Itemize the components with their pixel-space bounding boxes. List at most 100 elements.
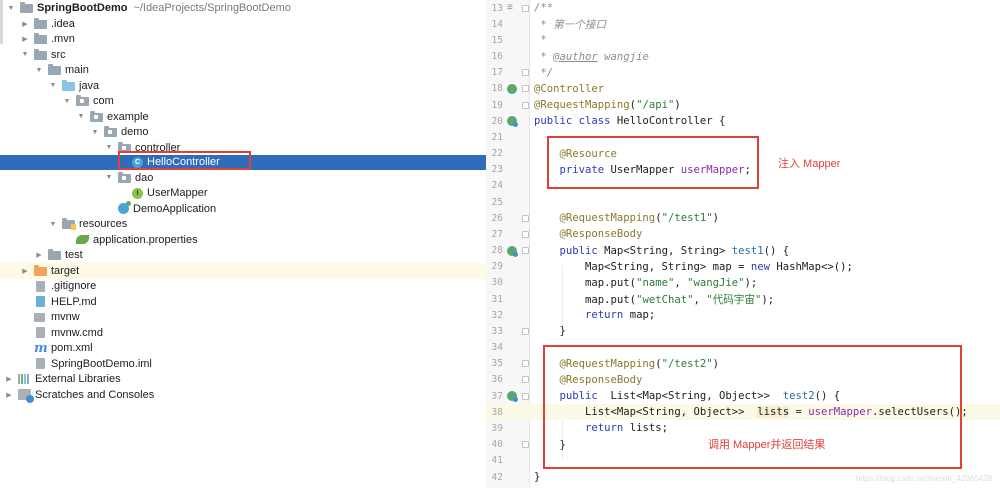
collapse-arrow-icon[interactable]: ▶	[36, 252, 42, 260]
code-line-32[interactable]: 32 return map;	[491, 309, 656, 322]
collapse-arrow-icon[interactable]: ▶	[22, 36, 28, 44]
tree-item-hellocontroller[interactable]: C HelloController	[0, 154, 486, 170]
tree-item-help-md[interactable]: HELP.md	[0, 294, 486, 310]
tree-item-springbootdemo[interactable]: ▼ SpringBootDemo ~/IdeaProjects/SpringBo…	[7, 2, 291, 15]
code-line-37[interactable]: 37 public List<Map<String, Object>> test…	[491, 390, 841, 403]
expand-arrow-icon[interactable]: ▼	[7, 4, 15, 12]
spring-mapping-icon[interactable]	[507, 116, 518, 128]
code-line-16[interactable]: 16 * @author wangjie	[491, 50, 649, 63]
tree-item-resources[interactable]: ▼ resources	[49, 218, 128, 231]
collapse-arrow-icon[interactable]: ▶	[22, 267, 28, 275]
resources-folder-icon	[62, 218, 76, 231]
code-line-38[interactable]: 38 List<Map<String, Object>> lists = use…	[486, 404, 1000, 421]
expand-arrow-icon[interactable]: ▼	[105, 144, 113, 152]
folder-icon	[48, 64, 61, 76]
code-line-18[interactable]: 18 @Controller	[491, 82, 605, 95]
spring-mapping-icon[interactable]	[507, 245, 518, 257]
expand-arrow-icon[interactable]: ▼	[105, 174, 113, 182]
documentation-icon[interactable]: ≡	[507, 2, 513, 14]
tree-item-dao[interactable]: ▼ dao	[105, 171, 154, 184]
code-line-29[interactable]: 29 Map<String, String> map = new HashMap…	[491, 260, 853, 273]
tree-item-mvnw-cmd[interactable]: mvnw.cmd	[0, 325, 486, 341]
tree-item-controller[interactable]: ▼ controller	[105, 141, 181, 154]
tree-item-test[interactable]: ▶ test	[0, 248, 486, 264]
expand-arrow-icon[interactable]: ▼	[77, 113, 85, 121]
text-file-icon	[36, 327, 45, 339]
spring-mapping-icon[interactable]	[507, 391, 518, 403]
code-line-14[interactable]: 14 * 第一个接口	[491, 18, 607, 31]
tree-item-gitignore[interactable]: .gitignore	[0, 279, 486, 295]
fold-marker-icon[interactable]	[522, 360, 529, 368]
tree-item-scratches[interactable]: ▶ Scratches and Consoles	[0, 387, 486, 404]
expand-arrow-icon[interactable]: ▼	[49, 82, 57, 90]
indent-guide	[562, 266, 563, 330]
code-line-26[interactable]: 26 @RequestMapping("/test1")	[491, 212, 719, 225]
collapse-arrow-icon[interactable]: ▶	[22, 20, 28, 28]
tree-item-application-properties[interactable]: application.properties	[0, 232, 486, 248]
tree-item-java[interactable]: ▼ java	[49, 79, 100, 92]
fold-marker-icon[interactable]	[522, 230, 529, 238]
expand-arrow-icon[interactable]: ▼	[49, 220, 57, 228]
code-editor[interactable]: 13 ≡ /** 14 * 第一个接口 15 * 16 * @author wa…	[486, 0, 1000, 488]
tree-item-pom-xml[interactable]: m pom.xml	[34, 340, 93, 356]
code-line-39[interactable]: 39 return lists;	[491, 422, 668, 435]
collapse-arrow-icon[interactable]: ▶	[6, 391, 12, 399]
tree-item-idea[interactable]: ▶ .idea	[0, 16, 486, 32]
code-line-33[interactable]: 33 }	[491, 325, 566, 338]
tree-item-example[interactable]: ▼ example	[77, 110, 149, 123]
expand-arrow-icon[interactable]: ▼	[91, 128, 99, 136]
call-mapper-note: 调用 Mapper并返回结果	[708, 439, 826, 451]
code-line-15[interactable]: 15 *	[491, 34, 547, 47]
code-line-40[interactable]: 40 }	[491, 438, 566, 451]
code-line-21[interactable]: 21	[491, 131, 503, 143]
tree-item-src[interactable]: ▼ src	[21, 48, 66, 61]
fold-marker-icon[interactable]	[522, 392, 529, 400]
code-line-41[interactable]: 41	[491, 455, 503, 467]
tree-item-usermapper[interactable]: I UserMapper	[0, 186, 486, 202]
code-line-34[interactable]: 34	[491, 342, 503, 354]
code-line-24[interactable]: 24	[491, 180, 503, 192]
tree-item-mvnw[interactable]: mvnw	[0, 310, 486, 326]
tree-item-mvn[interactable]: ▶ .mvn	[0, 32, 486, 48]
code-line-13[interactable]: 13 ≡ /**	[491, 2, 554, 15]
code-line-23[interactable]: 23 private UserMapper userMapper;	[491, 163, 751, 176]
code-line-27[interactable]: 27 @ResponseBody	[491, 228, 643, 241]
fold-marker-icon[interactable]	[522, 441, 529, 449]
code-line-30-text: map.put("name", "wangJie");	[534, 276, 758, 289]
tree-item-demo[interactable]: ▼ demo	[91, 126, 149, 139]
code-line-20[interactable]: 20 public class HelloController {	[491, 115, 726, 128]
spring-bean-icon[interactable]	[507, 83, 517, 94]
fold-marker-icon[interactable]	[522, 69, 529, 77]
code-line-35[interactable]: 35 @RequestMapping("/test2")	[491, 357, 719, 370]
code-line-19[interactable]: 19 @RequestMapping("/api")	[491, 99, 681, 112]
fold-marker-icon[interactable]	[522, 327, 529, 335]
code-line-31[interactable]: 31 map.put("wetChat", "代码宇宙");	[491, 293, 775, 306]
fold-marker-icon[interactable]	[522, 214, 529, 222]
expand-arrow-icon[interactable]: ▼	[21, 51, 29, 59]
expand-arrow-icon[interactable]: ▼	[35, 66, 43, 74]
fold-marker-icon[interactable]	[522, 85, 529, 93]
tree-item-demoapplication[interactable]: DemoApplication	[0, 201, 486, 217]
tree-item-external-libraries[interactable]: ▶ External Libraries	[0, 372, 486, 388]
tree-item-target[interactable]: ▶ target	[0, 263, 486, 279]
fold-marker-icon[interactable]	[522, 4, 529, 12]
project-module-icon	[20, 2, 33, 14]
collapse-arrow-icon[interactable]: ▶	[6, 376, 12, 384]
code-line-30[interactable]: 30 map.put("name", "wangJie");	[491, 276, 758, 289]
code-line-22[interactable]: 22 @Resource	[491, 147, 617, 160]
fold-marker-icon[interactable]	[522, 101, 529, 109]
tree-item-iml[interactable]: SpringBootDemo.iml	[0, 356, 486, 372]
folder-icon	[34, 17, 47, 29]
code-line-28[interactable]: 28 public Map<String, String> test1() {	[491, 244, 790, 257]
code-line-36[interactable]: 36 @ResponseBody	[491, 373, 643, 386]
code-line-17[interactable]: 17 */	[491, 66, 554, 79]
spring-boot-app-icon	[118, 201, 131, 215]
tree-item-com[interactable]: ▼ com	[63, 95, 114, 108]
fold-marker-icon[interactable]	[522, 247, 529, 255]
code-line-25[interactable]: 25	[491, 196, 503, 208]
code-line-42[interactable]: 42 }	[491, 471, 541, 483]
fold-marker-icon[interactable]	[522, 376, 529, 384]
expand-arrow-icon[interactable]: ▼	[63, 97, 71, 105]
tree-item-main[interactable]: ▼ main	[35, 64, 89, 77]
tree-scrollbar[interactable]	[0, 0, 3, 44]
